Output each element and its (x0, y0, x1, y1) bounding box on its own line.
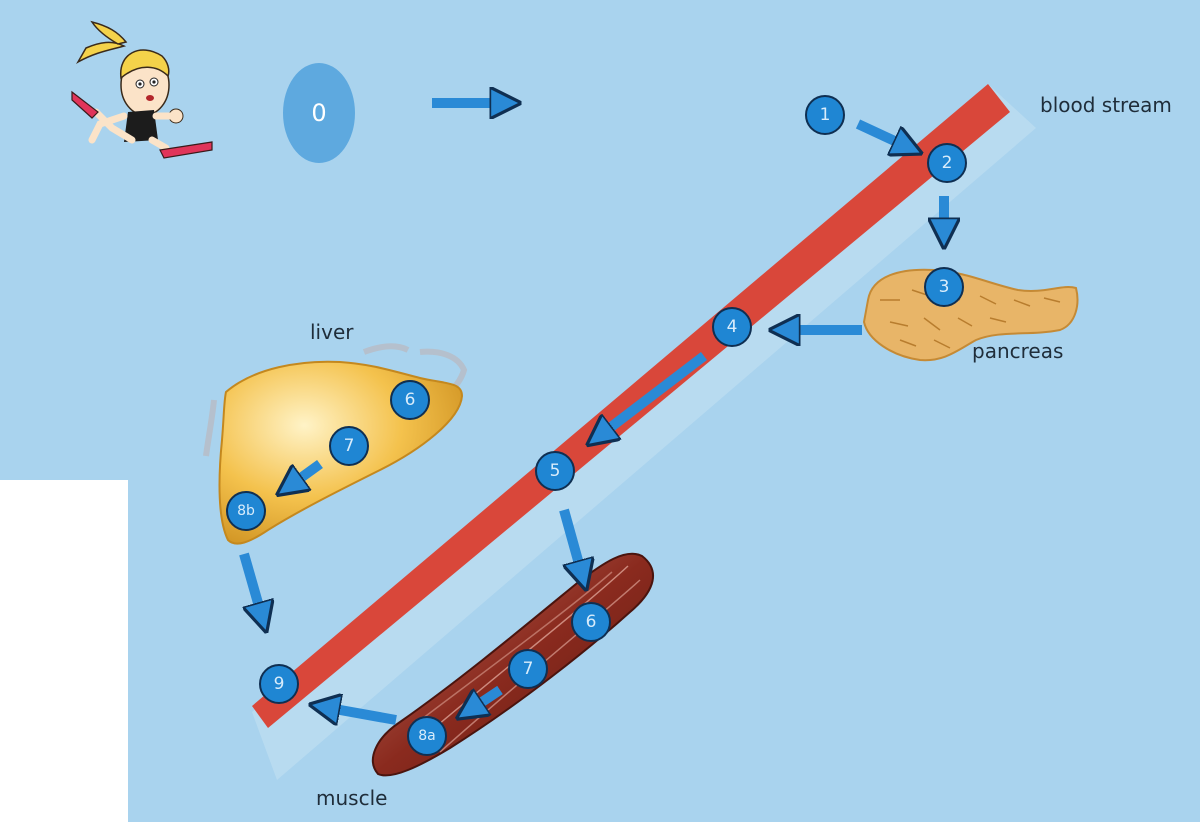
step-2-marker: 2 (927, 143, 967, 183)
step-1-marker: 1 (805, 95, 845, 135)
step-9-marker: 9 (259, 664, 299, 704)
label-blood-stream: blood stream (1040, 93, 1172, 117)
step-6-liver-marker: 6 (390, 380, 430, 420)
label-liver: liver (310, 320, 353, 344)
label-pancreas: pancreas (972, 339, 1063, 363)
step-0-marker: 0 (283, 63, 355, 163)
step-7-liver-marker: 7 (329, 426, 369, 466)
step-5-marker: 5 (535, 451, 575, 491)
step-6-muscle-marker: 6 (571, 602, 611, 642)
step-4-marker: 4 (712, 307, 752, 347)
step-8b-marker: 8b (226, 491, 266, 531)
step-8a-marker: 8a (407, 716, 447, 756)
step-7-muscle-marker: 7 (508, 649, 548, 689)
label-muscle: muscle (316, 786, 387, 810)
step-3-marker: 3 (924, 267, 964, 307)
